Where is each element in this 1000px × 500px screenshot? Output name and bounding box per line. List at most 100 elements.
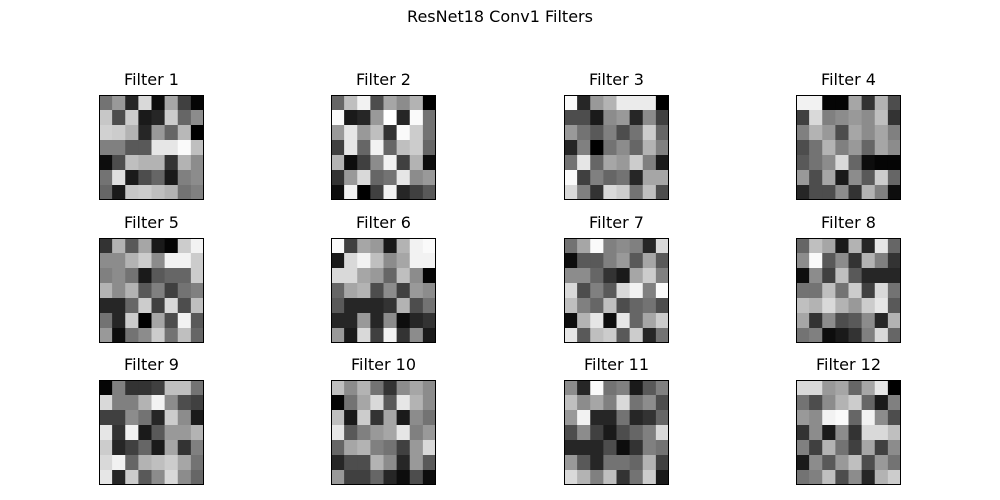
heatmap-cell (125, 95, 139, 111)
heatmap-cell (590, 313, 604, 329)
heatmap-cell (655, 440, 669, 456)
heatmap-cell (848, 395, 863, 411)
heatmap-cell (138, 140, 152, 156)
heatmap-cell (577, 328, 591, 343)
heatmap-cell (138, 155, 152, 171)
heatmap-cell (616, 328, 631, 343)
heatmap-cell (164, 298, 179, 314)
heatmap-cell (164, 125, 179, 141)
heatmap-cell (822, 440, 836, 456)
heatmap-cell (887, 238, 901, 254)
heatmap-cell (151, 110, 166, 126)
heatmap-cell (603, 283, 617, 299)
heatmap-cell (564, 298, 578, 314)
heatmap-cell (603, 95, 617, 111)
heatmap-cell (164, 268, 179, 284)
heatmap-cell (99, 253, 113, 269)
heatmap-cell (409, 125, 424, 141)
filter-heatmap-svg (331, 238, 436, 343)
heatmap-cell (590, 140, 604, 156)
heatmap-cell (590, 170, 604, 186)
heatmap-cell (577, 110, 591, 126)
heatmap-cell (577, 470, 591, 485)
heatmap-cell (564, 268, 578, 284)
heatmap-cell (577, 425, 591, 441)
heatmap-cell (809, 140, 823, 156)
heatmap-cell (887, 253, 901, 269)
heatmap-cell (370, 298, 384, 314)
axes-frame (99, 95, 204, 200)
heatmap-cell (164, 185, 179, 200)
heatmap-cell (344, 253, 358, 269)
filter-title: Filter 12 (815, 355, 882, 374)
heatmap-cell (138, 410, 152, 426)
heatmap-cell (422, 110, 436, 126)
heatmap-cell (616, 470, 631, 485)
heatmap-cell (409, 238, 424, 254)
heatmap-cell (822, 110, 836, 126)
heatmap-cell (642, 185, 657, 200)
heatmap-cell (861, 283, 876, 299)
filter-heatmap-svg (99, 238, 204, 343)
heatmap-cell (409, 253, 424, 269)
heatmap-cell (577, 155, 591, 171)
heatmap-cell (99, 238, 113, 254)
heatmap-cell (577, 95, 591, 111)
heatmap-cell (357, 298, 371, 314)
heatmap-cell (99, 140, 113, 156)
heatmap-cell (112, 155, 126, 171)
heatmap-cell (370, 470, 384, 485)
heatmap-cell (835, 155, 849, 171)
heatmap-cell (809, 313, 823, 329)
heatmap-cell (861, 395, 876, 411)
heatmap-cell (177, 470, 192, 485)
heatmap-cell (370, 313, 384, 329)
heatmap-cell (603, 380, 617, 396)
heatmap-cell (344, 110, 358, 126)
heatmap-cell (861, 253, 876, 269)
heatmap-cell (629, 283, 644, 299)
heatmap-cell (190, 238, 204, 254)
heatmap-cell (383, 395, 398, 411)
heatmap-cell (796, 125, 810, 141)
heatmap-cell (887, 268, 901, 284)
heatmap-cell (357, 185, 371, 200)
heatmap-cell (564, 283, 578, 299)
heatmap-cell (151, 95, 166, 111)
heatmap-cell (138, 238, 152, 254)
heatmap-cell (835, 395, 849, 411)
heatmap-cell (370, 95, 384, 111)
heatmap-cell (99, 440, 113, 456)
heatmap-cell (861, 313, 876, 329)
heatmap-cell (822, 140, 836, 156)
heatmap-cell (190, 425, 204, 441)
heatmap-cell (396, 110, 411, 126)
heatmap-cell (99, 283, 113, 299)
heatmap-cell (603, 440, 617, 456)
heatmap-cell (138, 425, 152, 441)
heatmap-cell (887, 313, 901, 329)
heatmap-cell (577, 380, 591, 396)
heatmap-cell (344, 238, 358, 254)
heatmap-cell (603, 268, 617, 284)
heatmap-cell (370, 395, 384, 411)
heatmap-cell (357, 268, 371, 284)
heatmap-cell (642, 140, 657, 156)
heatmap-cell (190, 455, 204, 471)
heatmap-cell (331, 425, 345, 441)
heatmap-cell (835, 238, 849, 254)
heatmap-cell (590, 410, 604, 426)
heatmap-cell (822, 253, 836, 269)
filter-heatmap (796, 238, 901, 343)
heatmap-cell (164, 140, 179, 156)
heatmap-cell (822, 298, 836, 314)
heatmap-cell (125, 328, 139, 343)
heatmap-cell (796, 95, 810, 111)
heatmap-cell (138, 253, 152, 269)
heatmap-cell (409, 395, 424, 411)
heatmap-cell (177, 298, 192, 314)
heatmap-cell (616, 268, 631, 284)
heatmap-cell (655, 268, 669, 284)
heatmap-cell (151, 140, 166, 156)
heatmap-cell (331, 298, 345, 314)
